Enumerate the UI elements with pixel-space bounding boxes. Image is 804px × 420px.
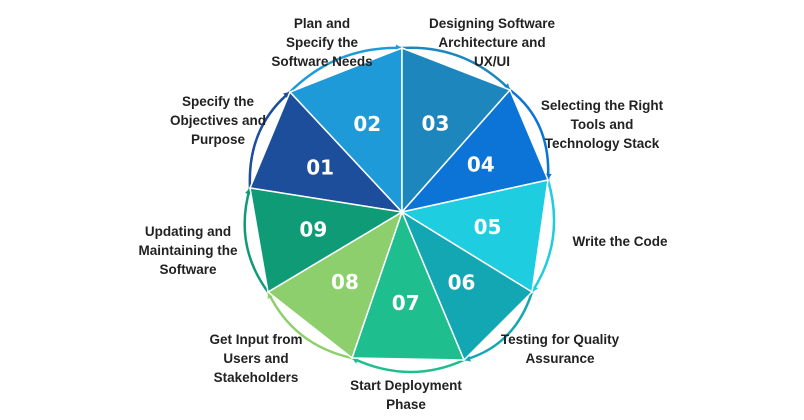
step-label-02: Plan and Specify the Software Needs (271, 16, 373, 69)
step-label-07: Start Deployment Phase (350, 378, 462, 412)
step-number-03: 03 (422, 111, 450, 135)
cycle-arrow-arc (351, 356, 465, 374)
cycle-arrow-arc (530, 179, 556, 293)
step-number-01: 01 (306, 155, 334, 179)
step-label-08: Get Input from Users and Stakeholders (209, 332, 303, 385)
step-number-06: 06 (448, 271, 476, 295)
cycle-arrow-arc (266, 291, 353, 360)
step-label-03: Designing Software Architecture and UX/U… (428, 16, 555, 69)
step-number-07: 07 (392, 291, 420, 315)
cycle-arrow-head-icon (352, 357, 359, 364)
step-label-09: Updating and Maintaining the Software (138, 224, 238, 277)
cycle-arrow-arc (401, 46, 511, 91)
step-wedge-09 (249, 187, 405, 294)
cycle-arrow-arc (509, 89, 550, 181)
cycle-arrow-arc (248, 91, 291, 189)
step-number-05: 05 (474, 215, 502, 239)
cycle-arrow-arc (289, 46, 403, 93)
cycle-arrow-head-icon (532, 285, 539, 292)
step-label-01: Specify the Objectives and Purpose (169, 94, 267, 147)
step-label-06: Testing for Quality Assurance (500, 332, 620, 366)
cycle-arrow-arc (243, 187, 270, 293)
step-label-05: Write the Code (572, 234, 668, 249)
step-label-04: Selecting the Right Tools and Technology… (540, 98, 664, 151)
cycle-arrow-arc (463, 291, 534, 362)
step-number-08: 08 (331, 270, 359, 294)
step-number-04: 04 (467, 152, 495, 176)
cycle-arrow-head-icon (464, 355, 471, 362)
step-number-02: 02 (353, 112, 381, 136)
step-number-09: 09 (299, 217, 327, 241)
cycle-arrow-head-icon (283, 92, 290, 99)
